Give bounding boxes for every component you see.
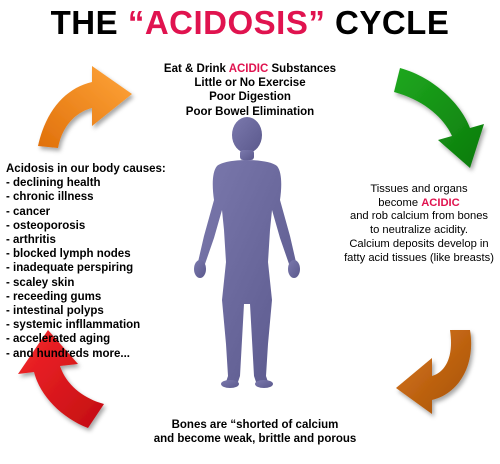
diagram-title: THE “ACIDOSIS” CYCLE bbox=[0, 4, 500, 42]
effects-item: - inadequate perspiring bbox=[6, 262, 134, 275]
effects-list: Acidosis in our body causes: - declining… bbox=[6, 162, 191, 361]
cause-line-3: Poor Digestion bbox=[209, 91, 291, 104]
tissue-line-3: and rob calcium from bones bbox=[349, 210, 489, 223]
cause-line-4: Poor Bowel Elimination bbox=[185, 105, 315, 118]
effects-item: - declining health bbox=[6, 177, 101, 190]
title-prefix: THE bbox=[50, 4, 128, 41]
effects-item: - arthritis bbox=[6, 234, 56, 247]
effects-item: - blocked lymph nodes bbox=[6, 248, 131, 261]
cause-line-2: Little or No Exercise bbox=[194, 77, 306, 90]
title-suffix: CYCLE bbox=[325, 4, 450, 41]
effects-item: - chronic illness bbox=[6, 191, 94, 204]
tissue-line-6: fatty acid tissues (like breasts) bbox=[344, 251, 494, 264]
effects-item: - systemic infllammation bbox=[6, 319, 141, 332]
tissue-acidity-text: Tissues and organs become ACIDIC and rob… bbox=[340, 183, 498, 265]
tissue-line-2-acidic: ACIDIC bbox=[421, 196, 460, 209]
cause-line-1-start: Eat & Drink bbox=[163, 63, 229, 75]
tissue-line-2: become ACIDIC bbox=[340, 197, 498, 211]
arrow-red-bottom-left bbox=[18, 330, 104, 428]
arrow-green-top-right bbox=[394, 68, 484, 168]
bone-line-1: Bones are “shorted of calcium bbox=[171, 419, 339, 431]
cause-factors-text: Eat & Drink ACIDIC Substances Little or … bbox=[140, 62, 360, 119]
effects-item: - receeding gums bbox=[6, 290, 102, 303]
effects-item: - cancer bbox=[6, 205, 51, 218]
tissue-line-4: to neutralize acidity. bbox=[369, 224, 469, 237]
cause-line-1: Eat & Drink ACIDIC Substances bbox=[140, 62, 360, 76]
tissue-line-5: Calcium deposits develop in bbox=[349, 237, 489, 250]
effects-item: - accelerated aging bbox=[6, 333, 111, 346]
cause-line-1-acidic: ACIDIC bbox=[228, 63, 269, 75]
bone-line-2: and become weak, brittle and porous bbox=[153, 433, 357, 446]
cause-line-1-end: Substances bbox=[268, 63, 337, 75]
effects-item: - intestinal polyps bbox=[6, 305, 104, 318]
bone-effect-text: Bones are “shorted of calcium and become… bbox=[130, 418, 380, 446]
effects-item: - and hundreds more... bbox=[6, 347, 130, 360]
tissue-line-2-start: become bbox=[378, 196, 422, 209]
arrow-orange-top-left bbox=[38, 66, 132, 148]
effects-item: - osteoporosis bbox=[6, 219, 86, 232]
title-highlight: “ACIDOSIS” bbox=[127, 4, 326, 41]
effects-heading: Acidosis in our body causes: bbox=[6, 163, 166, 175]
human-figure-silhouette bbox=[194, 117, 300, 388]
tissue-line-1: Tissues and organs bbox=[370, 183, 468, 195]
arrow-brown-bottom-right bbox=[396, 330, 472, 414]
effects-item: - scaley skin bbox=[6, 276, 75, 289]
